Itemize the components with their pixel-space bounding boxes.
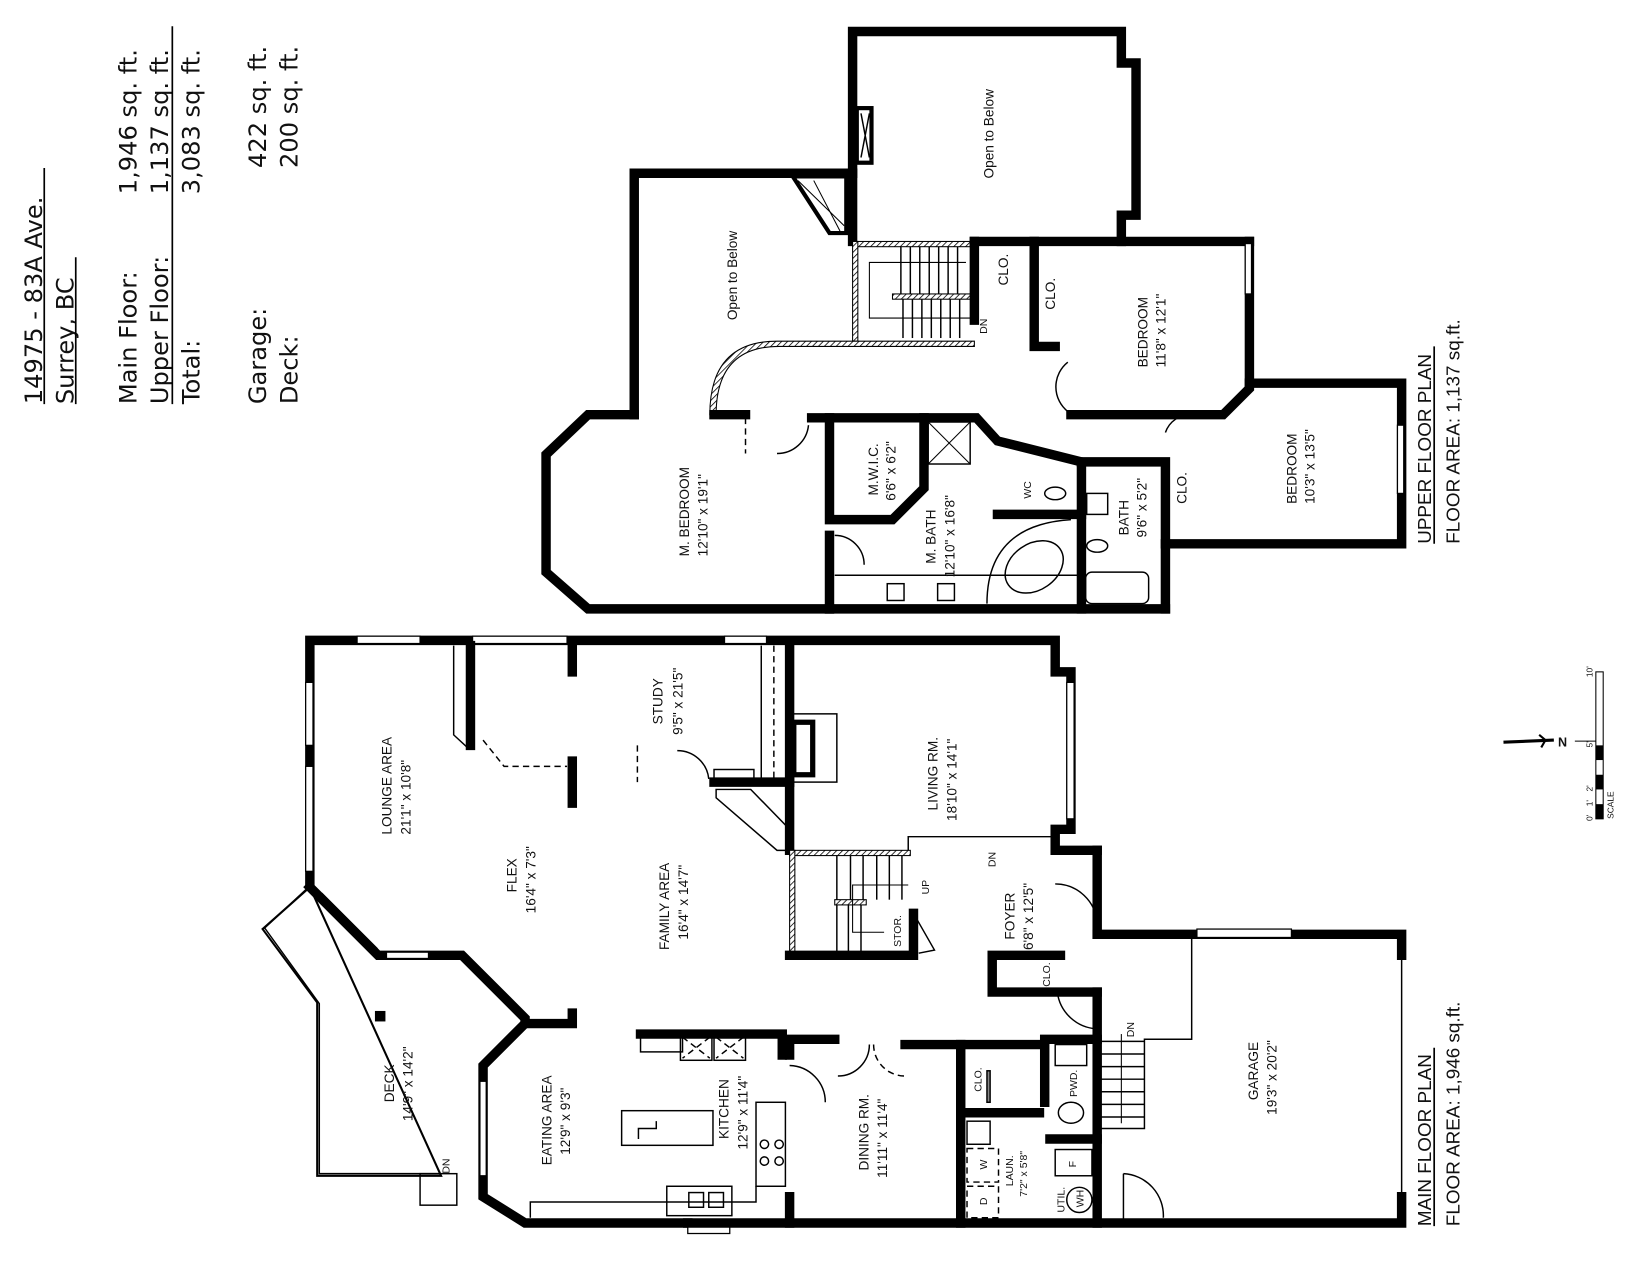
scale-tick-10: 10': [1585, 666, 1595, 677]
upper-stairs: [868, 246, 975, 339]
area-value-garage: 422 sq. ft.: [244, 46, 272, 168]
room-lounge-dims: 21'1" x 10'8": [399, 760, 414, 835]
main-stairs: [836, 855, 909, 954]
room-eating-dims: 12'9" x 9'3": [558, 1087, 573, 1154]
north-arrow: N: [1503, 734, 1596, 749]
room-laun-dims: 7'2" x 5'8": [1019, 1151, 1030, 1197]
room-dining-name: DINING RM.: [856, 1094, 871, 1170]
util-label: UTIL.: [1057, 1187, 1068, 1213]
room-laun-name: LAUN.: [1005, 1155, 1016, 1186]
room-bedroom2-name: BEDROOM: [1285, 433, 1300, 503]
washer-label: W: [979, 1159, 990, 1169]
area-value-main: 1,946 sq. ft.: [115, 49, 143, 194]
wh-label: WH: [1076, 1190, 1087, 1207]
room-study-name: STUDY: [651, 678, 666, 724]
room-foyer-dims: 6'8" x 12'5": [1021, 883, 1036, 950]
room-lounge-name: LOUNGE AREA: [380, 736, 395, 835]
room-dining-dims: 11'11" x 11'4": [875, 1098, 890, 1177]
clo-label-1: CLO.: [996, 254, 1011, 286]
room-family-dims: 16'4" x 14'7": [676, 865, 691, 940]
room-kitchen-dims: 12'9" x 11'4": [736, 1076, 751, 1150]
north-label: N: [1558, 735, 1567, 749]
room-flex-name: FLEX: [505, 858, 520, 892]
deck-dn-label: DN: [441, 1159, 452, 1174]
room-living-dims: 18'10" x 14'1": [945, 738, 960, 820]
area-value-upper: 1,137 sq. ft.: [146, 49, 174, 194]
area-value-deck: 200 sq. ft.: [275, 46, 303, 168]
garage-dn-label: DN: [1126, 1022, 1137, 1037]
room-open-below-top: Open to Below: [981, 89, 996, 179]
main-floor-area: FLOOR AREA: 1,946 sq.ft.: [1443, 1002, 1464, 1227]
room-family-name: FAMILY AREA: [657, 862, 672, 950]
header-block: 14975 - 83A Ave. Surrey, BC Main Floor: …: [20, 26, 303, 405]
furnace-label: F: [1068, 1161, 1079, 1167]
room-bath-dims: 9'6" x 5'2": [1135, 478, 1150, 538]
room-deck-name: DECK: [382, 1064, 397, 1102]
room-garage-dims: 19'3" x 20'2": [1265, 1040, 1280, 1115]
foyer-clo-label: CLO.: [1042, 962, 1053, 986]
clo-label-3: CLO.: [1174, 472, 1189, 504]
dryer-label: D: [979, 1197, 990, 1205]
room-open-below-left: Open to Below: [725, 231, 740, 321]
room-flex-dims: 16'4" x 7'3": [524, 846, 539, 913]
area-label-total: Total:: [178, 340, 206, 405]
room-m-bedroom-dims: 12'10" x 19'1": [696, 474, 711, 556]
wc-label: WC: [1023, 481, 1034, 499]
room-m-bedroom-name: M. BEDROOM: [677, 467, 692, 556]
garage-stairs: [1100, 1034, 1145, 1124]
upper-floor-area: FLOOR AREA: 1,137 sq.ft.: [1443, 319, 1464, 544]
room-m-bath-name: M. BATH: [924, 509, 939, 563]
scale-bar: 0' 1' 2' 5' 10' SCALE: [1585, 666, 1616, 821]
upper-room-labels: Open to Below Open to Below M. BEDROOM 1…: [677, 89, 1465, 577]
room-bedroom1-name: BEDROOM: [1136, 297, 1151, 367]
area-label-upper: Upper Floor:: [146, 256, 174, 404]
main-floor-plan: UP STOR. DN CLO. DN: [261, 635, 1407, 1235]
area-label-deck: Deck:: [275, 335, 303, 404]
scale-tick-0: 0': [1585, 814, 1595, 821]
scale-tick-2: 2': [1585, 785, 1595, 792]
room-foyer-name: FOYER: [1002, 892, 1017, 939]
area-label-main: Main Floor:: [115, 271, 143, 404]
room-bedroom2-dims: 10'3" x 13'5": [1303, 429, 1318, 504]
upper-stair-dn-label: DN: [979, 319, 990, 334]
room-bedroom1-dims: 11'8" x 12'1": [1153, 294, 1168, 368]
pwd-label: PWD.: [1069, 1070, 1080, 1097]
room-bath-name: BATH: [1117, 500, 1132, 535]
main-stair-stor-label: STOR.: [893, 915, 904, 947]
main-room-labels: LOUNGE AREA 21'1" x 10'8" STUDY 9'5" x 2…: [380, 668, 1465, 1227]
room-mwic-name: M.W.I.C.: [866, 443, 881, 495]
room-mwic-dims: 6'6" x 6'2": [884, 441, 899, 501]
area-label-garage: Garage:: [244, 308, 272, 404]
scale-tick-5: 5': [1585, 741, 1595, 748]
room-study-dims: 9'5" x 21'5": [671, 668, 686, 735]
scale-tick-1: 1': [1585, 800, 1595, 807]
main-plan-title: MAIN FLOOR PLAN: [1415, 1054, 1436, 1226]
area-value-total: 3,083 sq. ft.: [178, 49, 206, 194]
main-stair-up-label: UP: [921, 880, 932, 895]
upper-floor-plan: DN: [541, 26, 1407, 614]
room-deck-dims: 14'9" x 14'2": [401, 1046, 416, 1121]
room-kitchen-name: KITCHEN: [717, 1079, 732, 1139]
clo-label-2: CLO.: [1043, 278, 1058, 310]
room-m-bath-dims: 12'10" x 16'8": [942, 495, 957, 577]
room-living-name: LIVING RM.: [926, 737, 941, 810]
clo-label-laundry: CLO.: [974, 1067, 985, 1091]
room-garage-name: GARAGE: [1246, 1042, 1261, 1100]
foyer-dn-label: DN: [987, 852, 998, 867]
scale-label: SCALE: [1606, 791, 1616, 819]
upper-plan-title: UPPER FLOOR PLAN: [1415, 354, 1436, 544]
room-eating-name: EATING AREA: [539, 1075, 554, 1166]
